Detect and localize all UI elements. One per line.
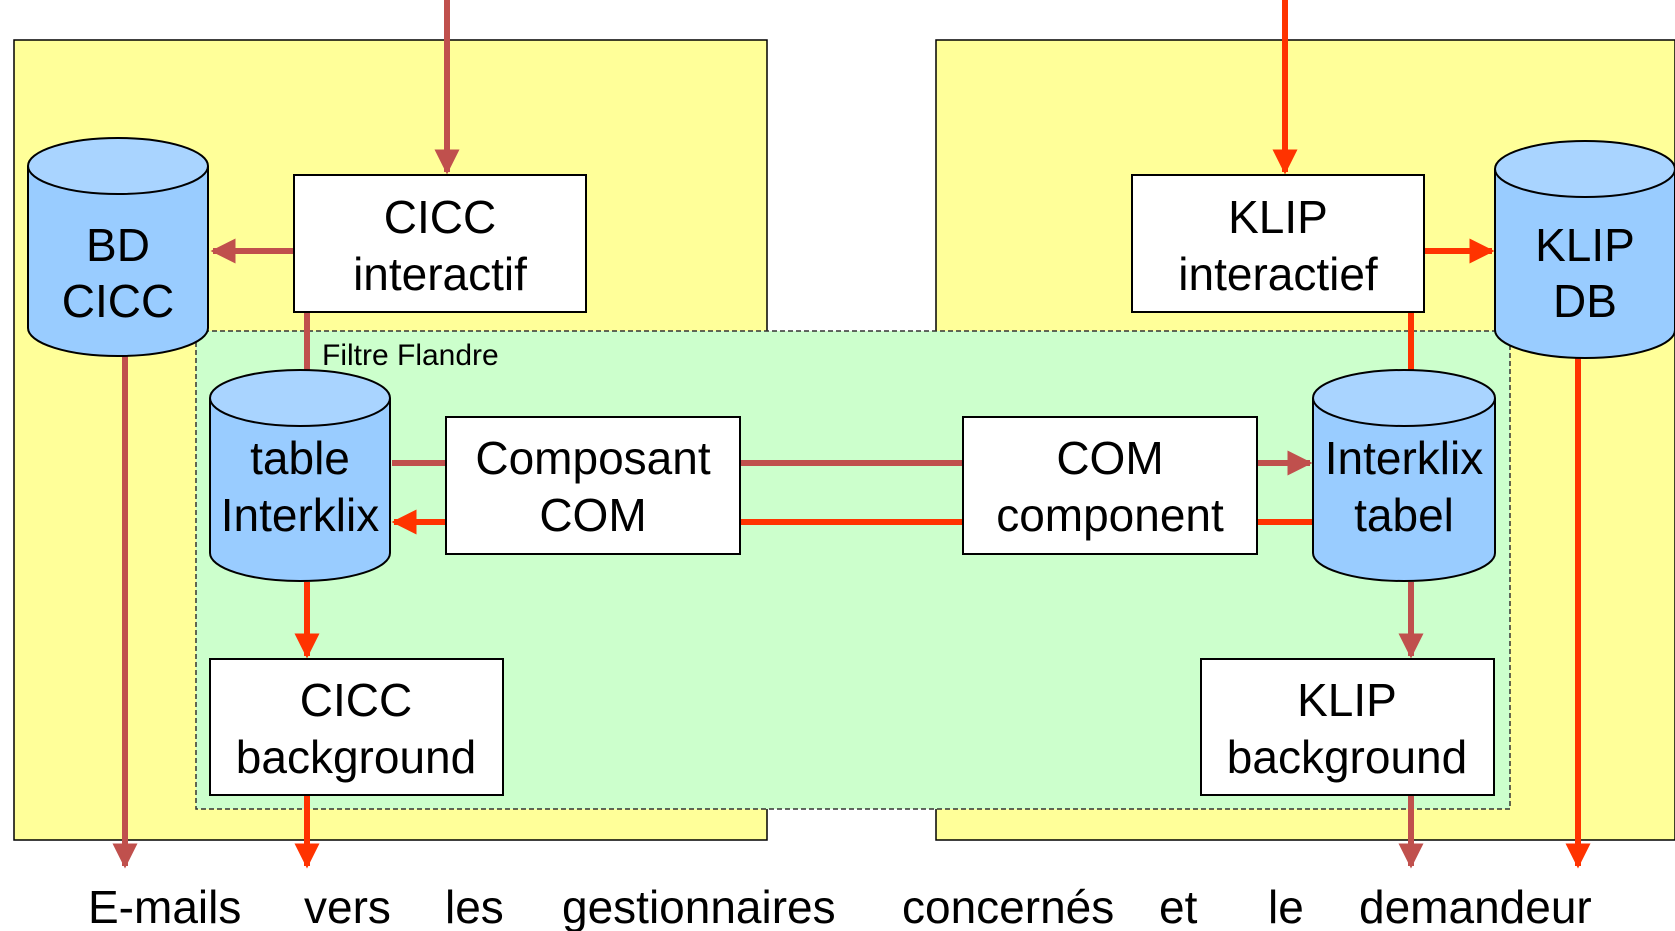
- cicc-background-line1: CICC: [300, 674, 412, 726]
- footer-word: les: [445, 881, 504, 931]
- bd-cicc-database: BD CICC: [27, 137, 209, 357]
- klip-interactief-box: KLIP interactief: [1131, 174, 1425, 313]
- interklix-tabel-label-line2: tabel: [1354, 489, 1454, 541]
- footer-word: vers: [304, 881, 391, 931]
- footer-word: le: [1268, 881, 1304, 931]
- table-interklix-label-line2: Interklix: [221, 489, 379, 541]
- klip-db-label-line2: DB: [1553, 275, 1617, 327]
- klip-background-box: KLIP background: [1200, 658, 1495, 796]
- interklix-tabel-database: Interklix tabel: [1312, 369, 1496, 582]
- interklix-tabel-label-line1: Interklix: [1325, 432, 1483, 484]
- composant-com-line1: Composant: [475, 432, 710, 484]
- cicc-interactif-line1: CICC: [384, 191, 496, 243]
- footer-word: demandeur: [1359, 881, 1592, 931]
- klip-db-label-line1: KLIP: [1535, 219, 1635, 271]
- cicc-interactif-box: CICC interactif: [293, 174, 587, 313]
- table-interklix-label-line1: table: [250, 432, 350, 484]
- klip-db-database: KLIP DB: [1494, 140, 1675, 359]
- composant-com-box: Composant COM: [445, 416, 741, 555]
- klip-background-line2: background: [1227, 731, 1467, 783]
- klip-interactief-line2: interactief: [1178, 248, 1378, 300]
- klip-interactief-line1: KLIP: [1228, 191, 1328, 243]
- footer-word: gestionnaires: [562, 881, 836, 931]
- com-component-box: COM component: [962, 416, 1258, 555]
- com-component-line2: component: [996, 489, 1224, 541]
- footer-word: concernés: [902, 881, 1114, 931]
- composant-com-line2: COM: [539, 489, 646, 541]
- footer-word: E-mails: [88, 881, 241, 931]
- klip-background-line1: KLIP: [1297, 674, 1397, 726]
- cicc-background-box: CICC background: [209, 658, 504, 796]
- footer-caption: E-mails vers les gestionnaires concernés…: [88, 881, 1592, 931]
- bd-cicc-label-line1: BD: [86, 219, 150, 271]
- com-component-line1: COM: [1056, 432, 1163, 484]
- table-interklix-database: table Interklix: [209, 369, 391, 582]
- cicc-interactif-line2: interactif: [353, 248, 527, 300]
- filter-label: Filtre Flandre: [322, 339, 499, 372]
- cicc-background-line2: background: [236, 731, 476, 783]
- bd-cicc-label-line2: CICC: [62, 275, 174, 327]
- footer-word: et: [1159, 881, 1198, 931]
